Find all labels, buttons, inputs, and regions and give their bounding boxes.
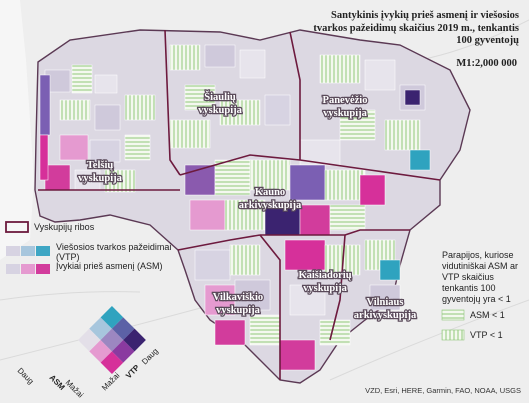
baltic-sea bbox=[0, 0, 34, 260]
label-telsiu-line2: vyskupija bbox=[78, 173, 123, 184]
legend-asm-swatch-2 bbox=[21, 264, 35, 274]
legend-asm-swatch-3 bbox=[36, 264, 50, 274]
legend-vtp-label: Viešosios tvarkos pažeidimai (VTP) bbox=[56, 242, 172, 262]
label-vilniaus-line2: arkivyskupija bbox=[354, 310, 417, 321]
legend-boundary-swatch bbox=[5, 221, 29, 233]
attribution-text: VZD, Esri, HERE, Garmin, FAO, NOAA, USGS bbox=[365, 386, 521, 395]
label-panevezio-line2: vyskupija bbox=[323, 108, 368, 119]
label-kaisiadoriu-line2: vyskupija bbox=[303, 283, 348, 294]
diocese-boundaries bbox=[38, 29, 441, 380]
legend-vtp-swatch-1 bbox=[6, 246, 20, 256]
label-siauliu-line2: vyskupija bbox=[198, 105, 243, 116]
label-vilkaviskio-line1: Vilkaviškio bbox=[213, 292, 263, 303]
label-panevezio-line1: Panevėžio bbox=[323, 95, 368, 106]
map-title: Santykinis įvykių prieš asmenį ir viešos… bbox=[313, 10, 519, 46]
legend-asm-swatch-1 bbox=[6, 264, 20, 274]
label-vilniaus-line1: Vilniaus bbox=[367, 297, 404, 308]
legend-vtp-lt1-swatch bbox=[441, 329, 465, 341]
label-telsiu-line1: Telšių bbox=[87, 160, 114, 171]
legend-vtp-swatch-3 bbox=[36, 246, 50, 256]
legend-vtp-lt1-label: VTP < 1 bbox=[470, 330, 503, 340]
label-vilkaviskio-line2: vyskupija bbox=[216, 305, 261, 316]
legend-boundary-label: Vyskupijų ribos bbox=[34, 222, 95, 232]
label-kauno-line1: Kauno bbox=[255, 187, 285, 198]
legend-vtp-swatch-2 bbox=[21, 246, 35, 256]
label-siauliu-line1: Šiaulių bbox=[204, 90, 236, 103]
legend-asm-lt1-swatch bbox=[441, 309, 465, 321]
legend-note-text: Parapijos, kuriose vidutiniškai ASM ar V… bbox=[442, 250, 519, 304]
legend-asm-label: Įvykiai prieš asmenį (ASM) bbox=[56, 261, 163, 271]
legend-asm-lt1-label: ASM < 1 bbox=[470, 310, 505, 320]
map-scale: M1:2,000 000 bbox=[456, 58, 517, 69]
label-kaisiadoriu-line1: Kaišiadorių bbox=[298, 270, 351, 281]
label-kauno-line2: arkivyskupija bbox=[239, 200, 302, 211]
